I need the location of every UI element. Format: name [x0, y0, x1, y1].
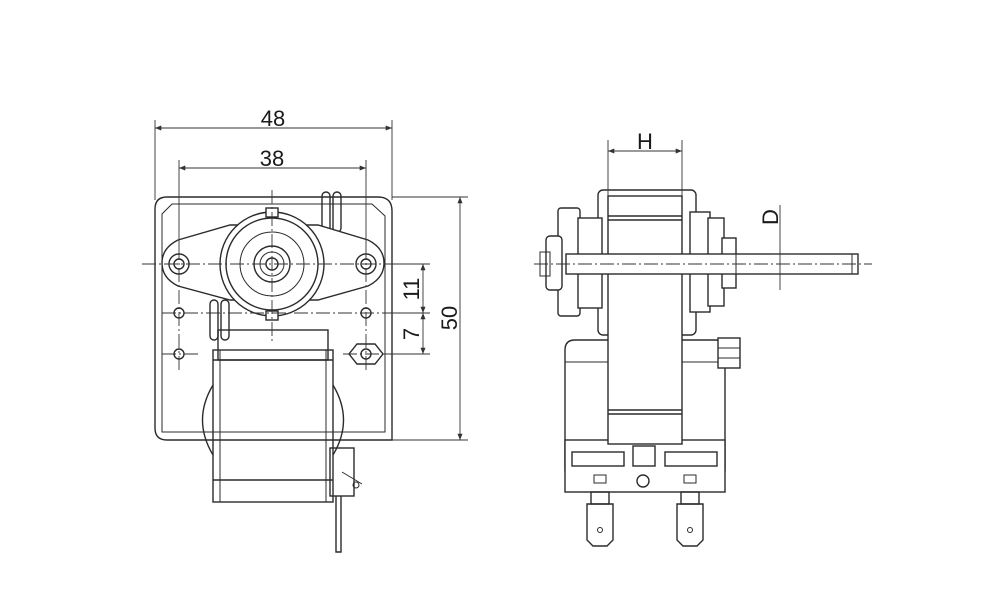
frame-plate — [154, 196, 393, 441]
dimension-hole-spacing: 38 — [178, 146, 367, 246]
spade-terminal-left — [586, 491, 614, 547]
dimension-label-7: 7 — [399, 328, 424, 340]
terminal-block — [564, 439, 726, 493]
front-view: 48 38 50 11 7 — [142, 106, 468, 553]
dimension-overall-width: 48 — [154, 106, 393, 200]
side-nut — [717, 337, 741, 369]
dimension-label-48: 48 — [261, 106, 285, 131]
lamination-stack — [607, 195, 683, 445]
dimension-label-11: 11 — [399, 278, 424, 301]
frame-inner-edge — [161, 203, 386, 433]
dimension-label-50: 50 — [437, 306, 462, 330]
side-view: H D — [534, 129, 872, 547]
dimension-label-38: 38 — [260, 146, 284, 171]
dimension-shaft-diameter: D — [758, 205, 800, 290]
dimension-overall-height: 50 — [392, 196, 468, 441]
dimension-label-d: D — [758, 209, 783, 225]
center-lines — [142, 190, 405, 370]
coil-bobbin — [201, 329, 345, 503]
dimension-hole-offsets: 11 7 — [384, 263, 430, 355]
terminal-lead — [329, 447, 363, 553]
dimension-label-h: H — [637, 129, 653, 154]
spade-terminal-right — [676, 491, 704, 547]
dimension-stack-height: H — [607, 129, 683, 196]
